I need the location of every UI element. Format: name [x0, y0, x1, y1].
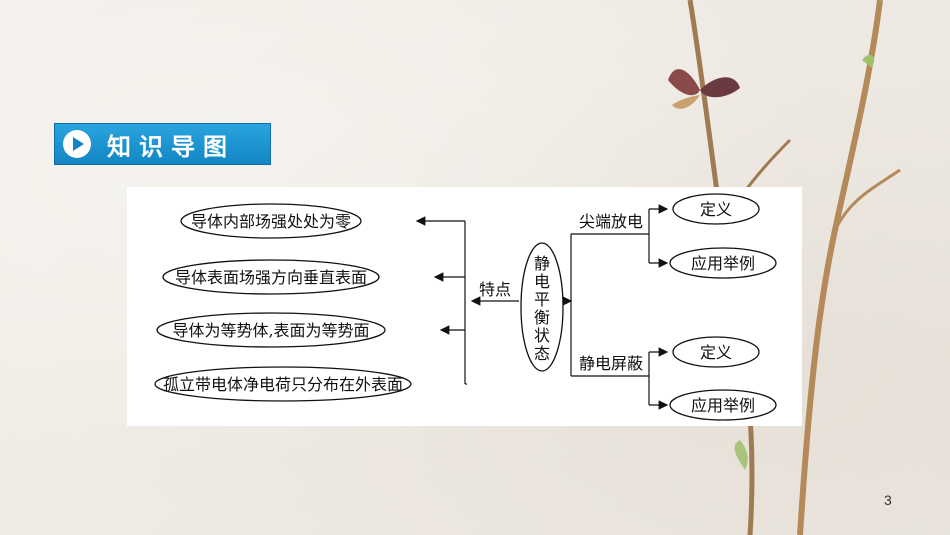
feature-text-1: 导体内部场强处处为零 [191, 212, 351, 231]
feature-node-4 [154, 366, 412, 402]
play-icon [63, 130, 91, 158]
center-char-3: 平 [534, 290, 550, 309]
mind-map: 导体内部场强处处为零 导体表面场强方向垂直表面 导体为等势体,表面为等势面 孤立… [154, 193, 777, 421]
page-number: 3 [884, 492, 892, 508]
center-char-5: 状 [534, 326, 550, 345]
feature-text-2: 导体表面场强方向垂直表面 [175, 268, 367, 287]
branch-label-1: 尖端放电 [579, 212, 643, 231]
branch2-child-1 [672, 336, 760, 368]
feature-text-3: 导体为等势体,表面为等势面 [172, 321, 369, 340]
center-char-1: 静 [534, 254, 550, 273]
section-title: 知识导图 [107, 132, 235, 161]
branch-label-2: 静电屏蔽 [579, 354, 643, 373]
feature-label: 特点 [479, 280, 511, 299]
center-char-2: 电 [534, 272, 550, 291]
branch1-child-text-1: 定义 [700, 200, 732, 219]
feature-node-1 [180, 203, 362, 239]
branch2-child-2 [669, 389, 777, 421]
branch1-child-text-2: 应用举例 [691, 254, 755, 273]
mind-map-panel: 导体内部场强处处为零 导体表面场强方向垂直表面 导体为等势体,表面为等势面 孤立… [127, 187, 802, 426]
branch2-child-text-1: 定义 [700, 343, 732, 362]
branch1-child-2 [669, 247, 777, 279]
section-header: 知识导图 [54, 123, 271, 165]
branch2-child-text-2: 应用举例 [691, 396, 755, 415]
feature-text-4: 孤立带电体净电荷只分布在外表面 [163, 375, 403, 394]
center-char-4: 衡 [534, 308, 550, 327]
feature-node-3 [156, 312, 386, 348]
feature-node-2 [162, 259, 380, 295]
center-node [520, 242, 564, 372]
branch1-child-1 [672, 193, 760, 225]
center-char-6: 态 [534, 344, 550, 363]
